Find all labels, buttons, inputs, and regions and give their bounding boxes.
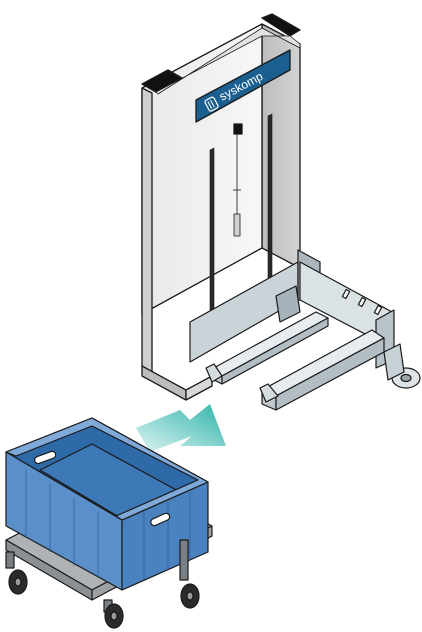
fork-arm-left-side	[221, 317, 329, 385]
rail-notches	[341, 288, 383, 316]
wheel-front-mid	[103, 599, 124, 629]
tower-left-edge	[141, 87, 153, 373]
dolly-wheels	[5, 539, 200, 629]
tower-cord-handle	[233, 213, 241, 237]
tower-base-front	[141, 365, 187, 401]
arrow-right-icon	[136, 404, 226, 452]
tower-sensor	[233, 123, 243, 135]
brand-banner	[195, 49, 291, 123]
fork-tip-right	[259, 383, 279, 403]
carriage-foot-bracket	[383, 343, 405, 381]
crate-handle-right	[150, 512, 171, 527]
lift-tower: syskomp	[141, 13, 301, 401]
fork-clamp-left	[275, 285, 301, 323]
tower-base-block	[185, 375, 213, 401]
crate-rim	[5, 417, 209, 521]
tower-slot-left	[209, 147, 215, 323]
fork-carriage	[189, 249, 421, 411]
syskomp-logo-icon	[204, 96, 219, 112]
tower-slot-right	[267, 113, 273, 287]
wheel-back-right	[179, 539, 200, 609]
tower-top-cap-right	[261, 13, 301, 37]
fork-tip-left	[205, 363, 223, 383]
wheel-front-left	[5, 551, 28, 595]
tower-top	[155, 27, 301, 95]
crate-dolly	[5, 417, 213, 629]
crate-handle-left	[34, 450, 57, 465]
